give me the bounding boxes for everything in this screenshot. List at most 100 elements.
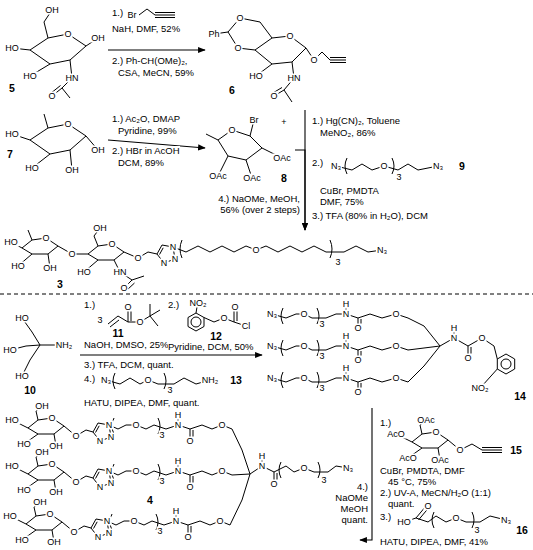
condition-text: quant. xyxy=(388,499,414,509)
atom-label: HN xyxy=(65,74,80,83)
condition-text: 2.) HBr in AcOH xyxy=(112,146,180,156)
atom-label: O xyxy=(131,467,140,476)
atom-label: N xyxy=(342,310,351,319)
atom-label: O xyxy=(47,414,56,423)
atom-label: HO xyxy=(16,440,32,449)
atom-label: O xyxy=(219,314,228,323)
bond-line xyxy=(12,452,232,492)
compound-number: 7 xyxy=(6,149,14,160)
atom-label: 3 xyxy=(156,527,163,536)
bond-line xyxy=(206,120,282,178)
atom-label: N₃ xyxy=(100,376,112,385)
condition-text: 4.) NaOMe, MeOH, xyxy=(218,194,300,204)
atom-label: O xyxy=(217,467,226,476)
atom-label: OH xyxy=(48,488,64,497)
atom-label: O xyxy=(391,374,400,383)
atom-label: O xyxy=(299,342,308,351)
atom-label: O xyxy=(71,432,80,441)
atom-label: O xyxy=(131,421,140,430)
atom-label: O xyxy=(119,284,128,293)
atom-label: HO xyxy=(2,346,18,355)
atom-label: O xyxy=(455,446,464,455)
atom-label: H xyxy=(342,364,351,373)
bond-line xyxy=(460,444,502,453)
atom-label: OAc xyxy=(430,456,450,465)
atom-label: N xyxy=(172,517,181,526)
atom-label: O xyxy=(63,120,72,129)
atom-label: N xyxy=(105,529,114,538)
atom-label: OAc xyxy=(208,172,228,181)
atom-label: O xyxy=(230,303,239,312)
atom-label: O xyxy=(45,510,54,519)
condition-text: 2.) Ph-CH(OMe)₂, xyxy=(112,56,187,66)
atom-label: H xyxy=(172,507,181,516)
condition-text: CSA, MeCN, 59% xyxy=(118,68,194,78)
atom-label: O xyxy=(215,517,224,526)
compound-number: 12 xyxy=(209,331,223,342)
atom-label: N xyxy=(96,437,105,446)
atom-label: 3 xyxy=(318,352,325,361)
atom-label: HO xyxy=(16,486,32,495)
atom-label: 3 xyxy=(395,173,402,182)
condition-text: MeOH xyxy=(341,504,368,514)
condition-text: 3.) TFA, DCM, quant. xyxy=(84,360,174,370)
atom-label: OH xyxy=(32,498,48,507)
atom-label: OH xyxy=(42,264,58,273)
atom-label: O xyxy=(41,234,50,243)
atom-label: N₃ xyxy=(376,246,388,255)
atom-label: O xyxy=(129,517,138,526)
atom-label: NO₂ xyxy=(471,384,490,393)
atom-label: N₃ xyxy=(266,342,278,351)
atom-label: O xyxy=(235,14,244,23)
compound-number: 10 xyxy=(23,385,37,396)
atom-label: H xyxy=(342,332,351,341)
atom-label: N xyxy=(160,259,169,268)
atom-label: O xyxy=(185,437,194,446)
bond-line xyxy=(404,506,506,528)
condition-text: 3.) TFA (80% in H₂O), DCM xyxy=(312,211,428,221)
atom-label: H xyxy=(258,452,267,461)
atom-label: O xyxy=(135,318,144,327)
atom-label: N xyxy=(171,255,180,264)
condition-text: CuBr, PMDTA, DMF xyxy=(380,466,465,476)
atom-label: N xyxy=(169,243,178,252)
atom-label: O xyxy=(185,483,194,492)
atom-label: HO xyxy=(14,372,30,381)
atom-label: AcO xyxy=(398,454,418,463)
atom-label: O xyxy=(477,334,486,343)
atom-label: H xyxy=(174,411,183,420)
bond-line xyxy=(191,317,201,327)
atom-label: N xyxy=(174,467,183,476)
atom-label: HO xyxy=(14,314,30,323)
atom-label: O xyxy=(269,92,278,101)
condition-text: 4.) xyxy=(357,482,368,492)
condition-text: 1.) xyxy=(84,300,95,310)
condition-text: Pyridine, 99% xyxy=(118,126,177,136)
atom-label: N xyxy=(107,433,116,442)
condition-text: NaOMe xyxy=(335,493,368,503)
condition-text: 3.) xyxy=(380,512,391,522)
atom-label: 3 xyxy=(318,320,325,329)
atom-label: Br xyxy=(127,11,138,20)
atom-label: HO xyxy=(3,238,19,247)
bond-line xyxy=(0,294,533,295)
compound-number: 4 xyxy=(146,495,154,506)
atom-label: OH xyxy=(64,166,80,175)
reaction-arrow xyxy=(108,49,205,50)
atom-label: N xyxy=(258,462,267,471)
atom-label: HO xyxy=(4,44,20,53)
atom-label: 3 xyxy=(158,431,165,440)
atom-label: HO xyxy=(396,518,412,527)
bond-line xyxy=(336,158,438,174)
atom-label: OH xyxy=(90,34,106,43)
compound: 7 xyxy=(2,104,108,184)
atom-label: HO xyxy=(4,416,20,425)
bond-line xyxy=(501,359,511,369)
atom-label: O xyxy=(391,342,400,351)
atom-label: O xyxy=(143,376,152,385)
atom-label: O xyxy=(47,460,56,469)
bond-line xyxy=(106,373,210,389)
atom-label: 3 xyxy=(96,316,103,325)
atom-label: OH xyxy=(90,146,106,155)
